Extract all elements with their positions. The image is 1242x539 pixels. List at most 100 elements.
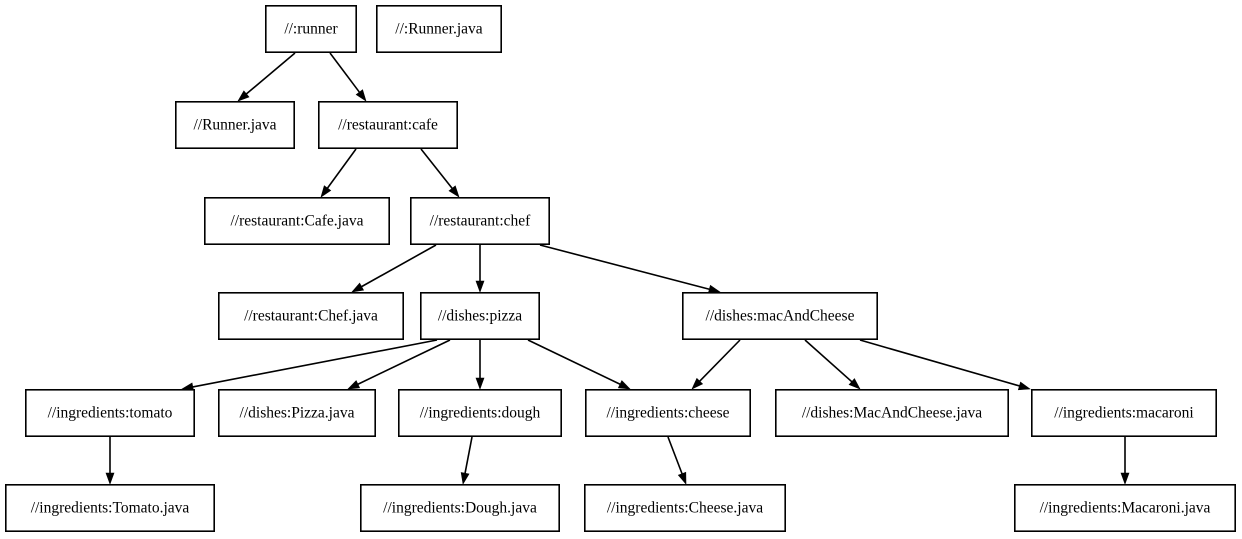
node-label: //ingredients:macaroni bbox=[1054, 405, 1194, 422]
graph-edge bbox=[420, 148, 460, 198]
node-box[interactable] bbox=[681, 291, 878, 340]
node-label: //ingredients:Cheese.java bbox=[607, 500, 763, 517]
graph-edge bbox=[1120, 437, 1130, 485]
node-label: //ingredients:tomato bbox=[48, 405, 173, 422]
edge-line bbox=[527, 339, 621, 385]
edge-line bbox=[326, 148, 357, 189]
graph-edge bbox=[329, 52, 367, 102]
graph-node-ingredients_cheese_java[interactable]: //ingredients:Cheese.java bbox=[583, 483, 786, 532]
graph-node-ingredients_dough[interactable]: //ingredients:dough bbox=[397, 388, 562, 437]
edge-line bbox=[667, 436, 683, 475]
graph-node-restaurant_chef[interactable]: //restaurant:chef bbox=[409, 197, 550, 246]
node-label: //ingredients:Macaroni.java bbox=[1040, 500, 1211, 517]
graph-edge bbox=[460, 436, 473, 485]
graph-edge bbox=[351, 244, 437, 293]
graph-node-ingredients_dough_java[interactable]: //ingredients:Dough.java bbox=[359, 483, 560, 532]
graph-node-restaurant_chef_java[interactable]: //restaurant:Chef.java bbox=[218, 291, 404, 340]
edge-arrowhead-icon bbox=[448, 185, 460, 198]
edge-arrowhead-icon bbox=[677, 471, 687, 485]
graph-node-dishes_pizza_java[interactable]: //dishes:Pizza.java bbox=[218, 388, 376, 437]
graph-edge bbox=[859, 339, 1031, 391]
node-box[interactable] bbox=[584, 388, 751, 437]
edge-line bbox=[420, 148, 453, 189]
edge-arrowhead-icon bbox=[320, 185, 332, 198]
graph-node-ingredients_tomato[interactable]: //ingredients:tomato bbox=[24, 388, 195, 437]
edge-arrowhead-icon bbox=[475, 280, 485, 293]
graph-node-ingredients_cheese[interactable]: //ingredients:cheese bbox=[584, 388, 751, 437]
node-box[interactable] bbox=[5, 483, 215, 532]
graph-edge bbox=[237, 52, 296, 102]
edge-line bbox=[464, 436, 473, 474]
node-box[interactable] bbox=[175, 101, 296, 150]
graph-node-runner_java[interactable]: //Runner.java bbox=[175, 101, 296, 150]
edge-arrowhead-icon bbox=[105, 472, 115, 485]
node-box[interactable] bbox=[218, 291, 404, 340]
graph-node-restaurant_cafe[interactable]: //restaurant:cafe bbox=[317, 101, 458, 150]
node-label: //restaurant:Chef.java bbox=[244, 308, 378, 325]
node-label: //ingredients:dough bbox=[420, 405, 541, 422]
graph-edge bbox=[105, 437, 115, 485]
graph-node-ingredients_macaroni_java[interactable]: //ingredients:Macaroni.java bbox=[1013, 483, 1236, 532]
graph-node-ingredients_tomato_java[interactable]: //ingredients:Tomato.java bbox=[5, 483, 215, 532]
node-box[interactable] bbox=[1013, 483, 1236, 532]
edge-line bbox=[804, 339, 853, 383]
graph-node-ingredients_macaroni[interactable]: //ingredients:macaroni bbox=[1031, 388, 1218, 437]
node-label: //dishes:pizza bbox=[438, 308, 522, 325]
graph-node-restaurant_cafe_java[interactable]: //restaurant:Cafe.java bbox=[204, 197, 390, 246]
graph-edge bbox=[347, 339, 451, 390]
graph-edge bbox=[527, 339, 631, 390]
node-label: //restaurant:cafe bbox=[338, 117, 438, 134]
node-label: //:Runner.java bbox=[395, 21, 483, 38]
node-label: //Runner.java bbox=[193, 117, 276, 134]
edge-arrowhead-icon bbox=[707, 284, 721, 294]
edge-arrowhead-icon bbox=[351, 282, 365, 293]
graph-edge bbox=[667, 436, 687, 485]
node-box[interactable] bbox=[264, 5, 357, 54]
graph-edge bbox=[320, 148, 357, 198]
node-box[interactable] bbox=[375, 5, 502, 54]
edge-line bbox=[699, 339, 741, 382]
graph-node-dishes_macandcheese[interactable]: //dishes:macAndCheese bbox=[681, 291, 878, 340]
node-box[interactable] bbox=[218, 388, 376, 437]
node-label: //ingredients:Tomato.java bbox=[31, 500, 190, 517]
node-box[interactable] bbox=[1031, 388, 1218, 437]
edge-arrowhead-icon bbox=[691, 377, 704, 390]
edge-line bbox=[357, 339, 451, 385]
graph-edge bbox=[691, 339, 741, 390]
node-box[interactable] bbox=[204, 197, 390, 246]
node-box[interactable] bbox=[583, 483, 786, 532]
node-box[interactable] bbox=[409, 197, 550, 246]
edge-arrowhead-icon bbox=[848, 378, 861, 390]
edge-arrowhead-icon bbox=[237, 90, 250, 102]
edge-arrowhead-icon bbox=[1017, 381, 1031, 391]
node-box[interactable] bbox=[774, 388, 1009, 437]
edge-line bbox=[539, 244, 710, 290]
edge-line bbox=[329, 52, 361, 93]
graph-edge bbox=[475, 340, 485, 390]
node-box[interactable] bbox=[24, 388, 195, 437]
edge-line bbox=[361, 244, 437, 288]
node-label: //dishes:Pizza.java bbox=[240, 405, 355, 422]
node-label: //:runner bbox=[284, 21, 338, 38]
node-box[interactable] bbox=[419, 291, 540, 340]
edge-line bbox=[192, 339, 438, 388]
edge-line bbox=[859, 339, 1020, 387]
node-label: //ingredients:cheese bbox=[606, 405, 729, 422]
graph-node-dishes_pizza[interactable]: //dishes:pizza bbox=[419, 291, 540, 340]
node-label: //dishes:MacAndCheese.java bbox=[802, 405, 982, 422]
node-box[interactable] bbox=[359, 483, 560, 532]
node-box[interactable] bbox=[397, 388, 562, 437]
node-label: //dishes:macAndCheese bbox=[706, 308, 855, 325]
graph-node-runner_java_root[interactable]: //:Runner.java bbox=[375, 5, 502, 54]
node-box[interactable] bbox=[317, 101, 458, 150]
node-label: //restaurant:chef bbox=[430, 213, 532, 230]
edge-arrowhead-icon bbox=[617, 380, 631, 390]
node-label: //ingredients:Dough.java bbox=[383, 500, 537, 517]
node-label: //restaurant:Cafe.java bbox=[231, 213, 364, 230]
graph-node-runner[interactable]: //:runner bbox=[264, 5, 357, 54]
graph-node-dishes_macandcheese_java[interactable]: //dishes:MacAndCheese.java bbox=[774, 388, 1009, 437]
edge-arrowhead-icon bbox=[1120, 472, 1130, 485]
graph-edge bbox=[539, 244, 721, 294]
